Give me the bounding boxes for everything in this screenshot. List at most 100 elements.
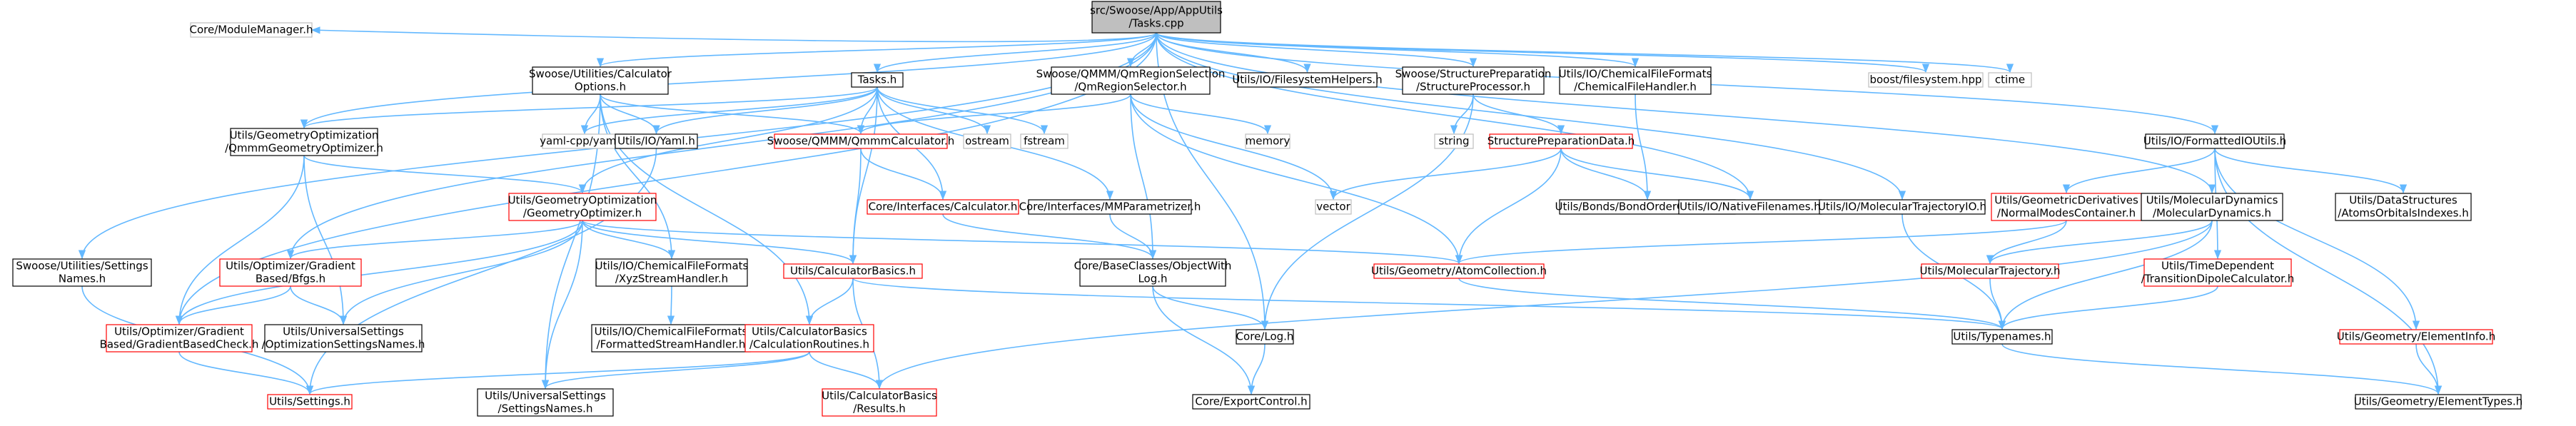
edge-structure_prep_data-to-vector [1329,148,1562,201]
edge-normal_modes_container-to-atom_collection [1455,220,2067,265]
node-tasks_h[interactable]: Tasks.h [851,72,904,88]
node-box-memory [1245,133,1290,149]
node-label-tasks_h-line-0: Tasks.h [857,73,896,86]
node-box-core_log [1236,329,1294,345]
node-results[interactable]: Utils/CalculatorBasics/Results.h [822,388,937,417]
node-label-atoms_orbitals_indexes-line-0: Utils/DataStructures [2349,194,2458,207]
node-qmmm_calculator[interactable]: Swoose/QMMM/QmmmCalculator.h [767,133,955,149]
node-label-qmmm_calculator-line-0: Swoose/QMMM/QmmmCalculator.h [767,135,955,148]
node-box-filesystem_helpers [1237,72,1378,88]
edge-root-to-chemical_file_handler [1156,32,1639,68]
edge-mm_parametrizer-to-object_with_log [1109,213,1157,260]
node-formatted_stream_handler[interactable]: Utils/IO/ChemicalFileFormats/FormattedSt… [591,324,751,353]
node-bfgs[interactable]: Utils/Optimizer/GradientBased/Bfgs.h [219,258,362,287]
node-mm_parametrizer[interactable]: Core/Interfaces/MMParametrizer.h [1019,199,1201,215]
node-box-formatted_io_utils [2145,133,2285,149]
node-core_log[interactable]: Core/Log.h [1236,329,1294,345]
edge-formatted_io_utils-to-element_info [2214,148,2420,330]
node-gradient_based_check[interactable]: Utils/Optimizer/GradientBased/GradientBa… [100,324,259,353]
edge-geometry_optimizer-to-calculator_basics [582,220,857,265]
node-structure_prep_data[interactable]: StructurePreparationData.h [1487,133,1635,149]
node-normal_modes_container[interactable]: Utils/GeometricDerivatives/NormalModesCo… [1991,193,2142,221]
node-label-universal_settings_names-line-1: /SettingsNames.h [498,402,593,415]
edge-root-to-structure_processor [1156,32,1477,68]
edge-root-to-module_manager [310,26,1157,43]
node-transition_dipole[interactable]: Utils/TimeDependent/TransitionDipoleCalc… [2141,258,2294,287]
edge-qm_region_selector-to-atom_collection [1130,93,1463,265]
node-box-qm_region_selector [1051,66,1211,95]
node-molecular_trajectory[interactable]: Utils/MolecularTrajectory.h [1919,263,2061,279]
edge-molecular_dynamics-to-molecular_trajectory [1986,220,2213,265]
edge-geometry_optimizer-to-xyz_stream_handler [582,220,676,260]
node-label-element_types-line-0: Utils/Geometry/ElementTypes.h [2354,395,2523,408]
node-calculation_routines[interactable]: Utils/CalculatorBasics/CalculationRoutin… [744,324,874,353]
node-xyz_stream_handler[interactable]: Utils/IO/ChemicalFileFormats/XyzStreamHa… [595,258,749,287]
node-universal_settings_names[interactable]: Utils/UniversalSettings/SettingsNames.h [477,388,614,417]
edge-geometry_optimizer_top-to-geometry_optimizer [303,155,586,194]
node-label-boost_filesystem-line-0: boost/filesystem.hpp [1869,73,1981,86]
node-label-universal_settings_names-line-0: Utils/UniversalSettings [485,390,606,402]
edge-root-to-molecular_trajectory_io [1156,32,1906,201]
node-box-molecular_dynamics [2141,193,2283,221]
edge-calculator_basics-to-typenames [852,278,2006,330]
node-label-chemical_file_handler-line-1: /ChemicalFileHandler.h [1574,81,1697,93]
node-atom_collection[interactable]: Utils/Geometry/AtomCollection.h [1371,263,1547,279]
node-memory: memory [1245,133,1290,149]
node-label-geometry_optimizer_top-line-1: /QmmmGeometryOptimizer.h [225,142,383,155]
node-box-ostream [963,133,1011,149]
node-label-calculation_routines-line-1: /CalculationRoutines.h [749,338,869,351]
edge-root-to-molecular_dynamics [1156,32,2216,194]
node-structure_processor[interactable]: Swoose/StructurePreparation/StructurePro… [1395,66,1552,95]
node-molecular_trajectory_io[interactable]: Utils/IO/MolecularTrajectoryIO.h [1818,199,1986,215]
node-box-formatted_stream_handler [591,324,751,353]
node-box-transition_dipole [2143,258,2292,287]
node-core_calculator[interactable]: Core/Interfaces/Calculator.h [867,199,1019,215]
node-typenames[interactable]: Utils/Typenames.h [1951,329,2053,345]
edge-bfgs-to-gradient_based_check [175,285,291,325]
edge-qmmm_calculator-to-core_calculator [860,148,947,201]
node-native_filenames[interactable]: Utils/IO/NativeFilenames.h [1678,199,1822,215]
edge-object_with_log-to-export_control [1152,285,1256,395]
node-calculator_basics[interactable]: Utils/CalculatorBasics.h [783,263,923,279]
node-formatted_io_utils[interactable]: Utils/IO/FormattedIOUtils.h [2143,133,2286,149]
node-utils_yaml[interactable]: Utils/IO/Yaml.h [615,133,698,149]
node-label-results-line-0: Utils/CalculatorBasics [822,390,937,402]
node-qm_region_selector[interactable]: Swoose/QMMM/QmRegionSelection/QmRegionSe… [1036,66,1226,95]
node-label-settings_names_top-line-0: Swoose/Utilities/Settings [16,260,148,273]
node-label-atom_collection-line-0: Utils/Geometry/AtomCollection.h [1371,265,1547,278]
edge-geometry_optimizer_top-to-gradient_based_check [175,155,305,325]
node-label-formatted_io_utils-line-0: Utils/IO/FormattedIOUtils.h [2143,135,2286,148]
node-box-settings_names_top [12,258,152,287]
node-element_types[interactable]: Utils/Geometry/ElementTypes.h [2354,394,2523,410]
node-label-xyz_stream_handler-line-0: Utils/IO/ChemicalFileFormats [595,260,749,273]
node-yaml_cpp: yaml-cpp/yaml.h [540,133,630,149]
node-label-normal_modes_container-line-0: Utils/GeometricDerivatives [1994,194,2138,207]
node-label-filesystem_helpers-line-0: Utils/IO/FilesystemHelpers.h [1232,73,1382,86]
edge-core_calculator-to-object_with_log [942,213,1157,260]
node-box-utils_settings [267,394,353,410]
node-geometry_optimizer_top[interactable]: Utils/GeometryOptimization/QmmmGeometryO… [225,128,383,156]
node-label-optimization_settings_names-line-0: Utils/UniversalSettings [283,325,404,338]
node-export_control[interactable]: Core/ExportControl.h [1192,394,1310,410]
node-box-chemical_file_handler [1559,66,1712,95]
node-element_info[interactable]: Utils/Geometry/ElementInfo.h [2337,329,2495,345]
node-atoms_orbitals_indexes[interactable]: Utils/DataStructures/AtomsOrbitalsIndexe… [2335,193,2472,221]
node-utils_settings[interactable]: Utils/Settings.h [267,394,353,410]
node-box-element_info [2339,329,2493,345]
edge-structure_prep_data-to-bond_order_collection [1560,148,1652,201]
edge-calculation_routines-to-results [809,351,884,390]
edge-structure_prep_data-to-atom_collection [1455,148,1562,265]
node-settings_names_top[interactable]: Swoose/Utilities/SettingsNames.h [12,258,152,287]
node-filesystem_helpers[interactable]: Utils/IO/FilesystemHelpers.h [1232,72,1383,88]
edge-calculation_routines-to-utils_settings [306,351,810,395]
node-label-bfgs-line-0: Utils/Optimizer/Gradient [226,260,355,273]
node-box-utils_yaml [615,133,698,149]
node-chemical_file_handler[interactable]: Utils/IO/ChemicalFileFormats/ChemicalFil… [1559,66,1712,95]
node-optimization_settings_names[interactable]: Utils/UniversalSettings/OptimizationSett… [262,324,425,353]
node-root[interactable]: src/Swoose/App/AppUtils/Tasks.cpp [1090,1,1223,34]
node-geometry_optimizer[interactable]: Utils/GeometryOptimization/GeometryOptim… [508,193,657,221]
node-molecular_dynamics[interactable]: Utils/MolecularDynamics/MolecularDynamic… [2141,193,2283,221]
